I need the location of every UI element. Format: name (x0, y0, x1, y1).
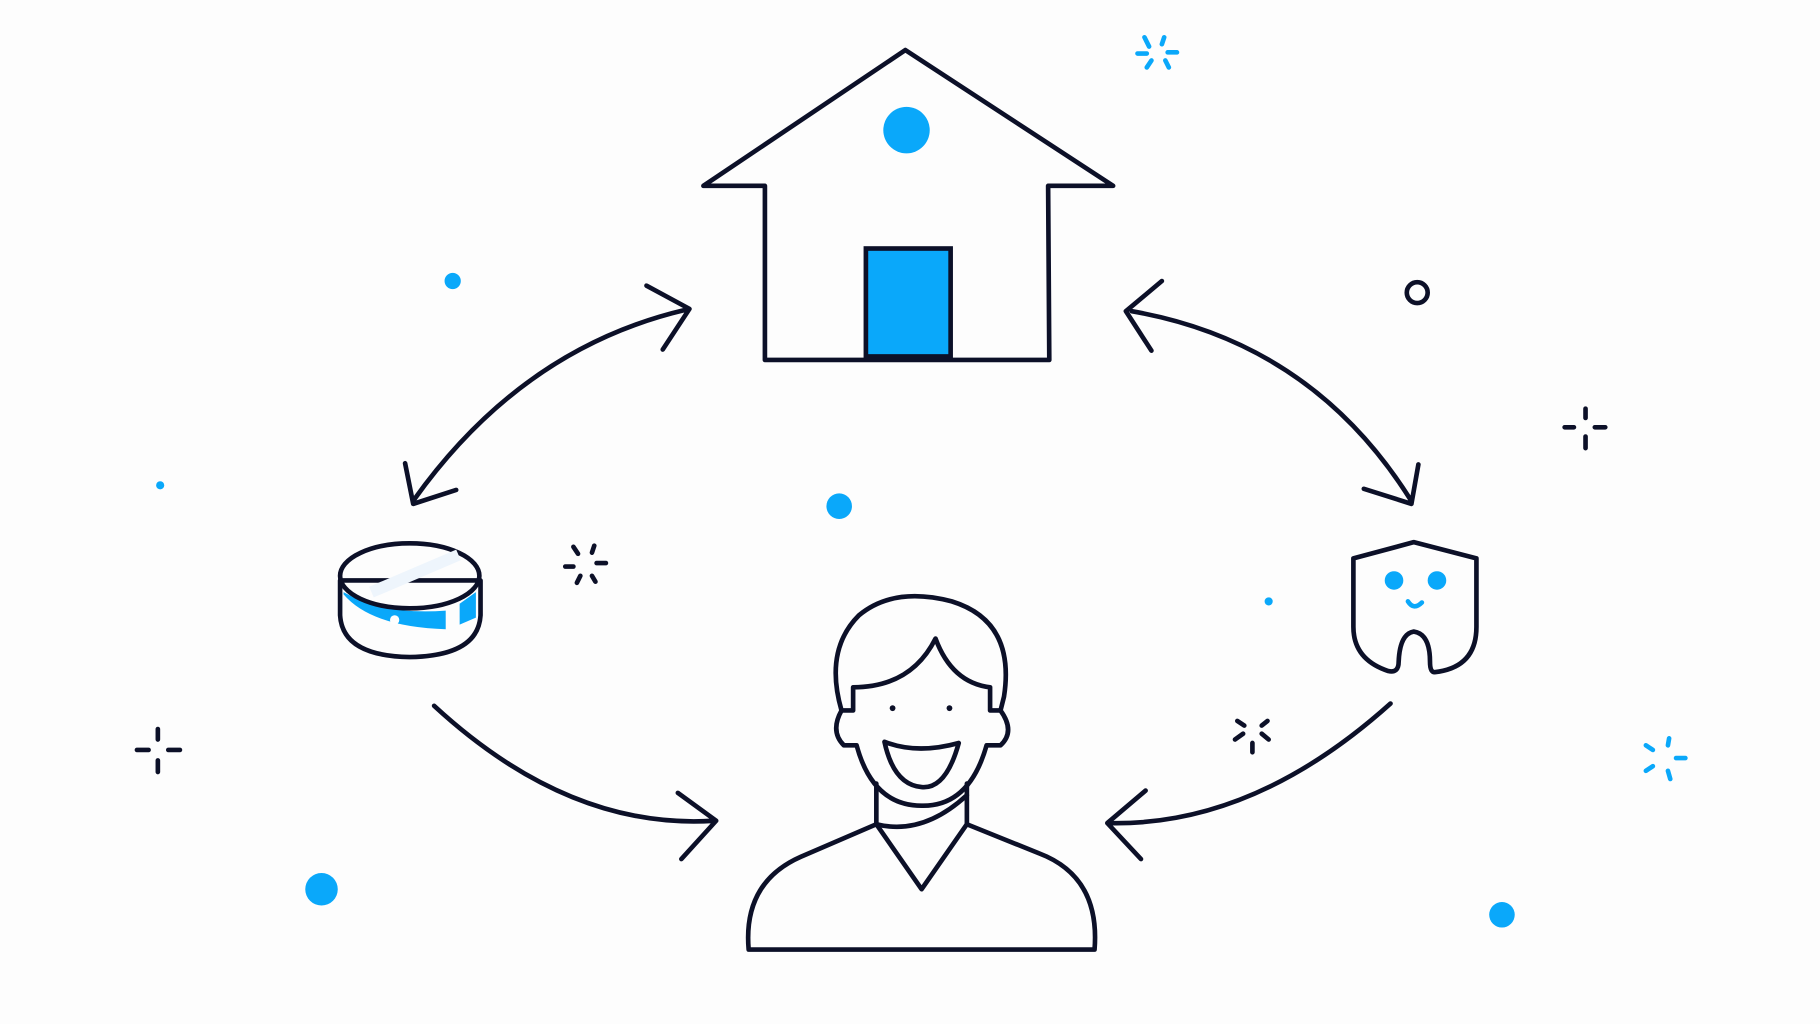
sparkle-icon (134, 34, 1688, 782)
tooth-icon (1351, 539, 1479, 675)
arrow-speaker-house (402, 283, 692, 507)
smart-speaker-icon (337, 541, 483, 660)
person-icon (745, 593, 1098, 952)
house-icon (701, 47, 1116, 363)
arrow-tooth-person (1105, 701, 1393, 862)
house-door (863, 246, 953, 359)
dot-decoration (156, 272, 1515, 928)
cycle-arrows (402, 278, 1421, 862)
house-window-dot (883, 106, 930, 154)
arrow-speaker-person (431, 703, 719, 862)
arrow-house-tooth (1123, 278, 1421, 507)
